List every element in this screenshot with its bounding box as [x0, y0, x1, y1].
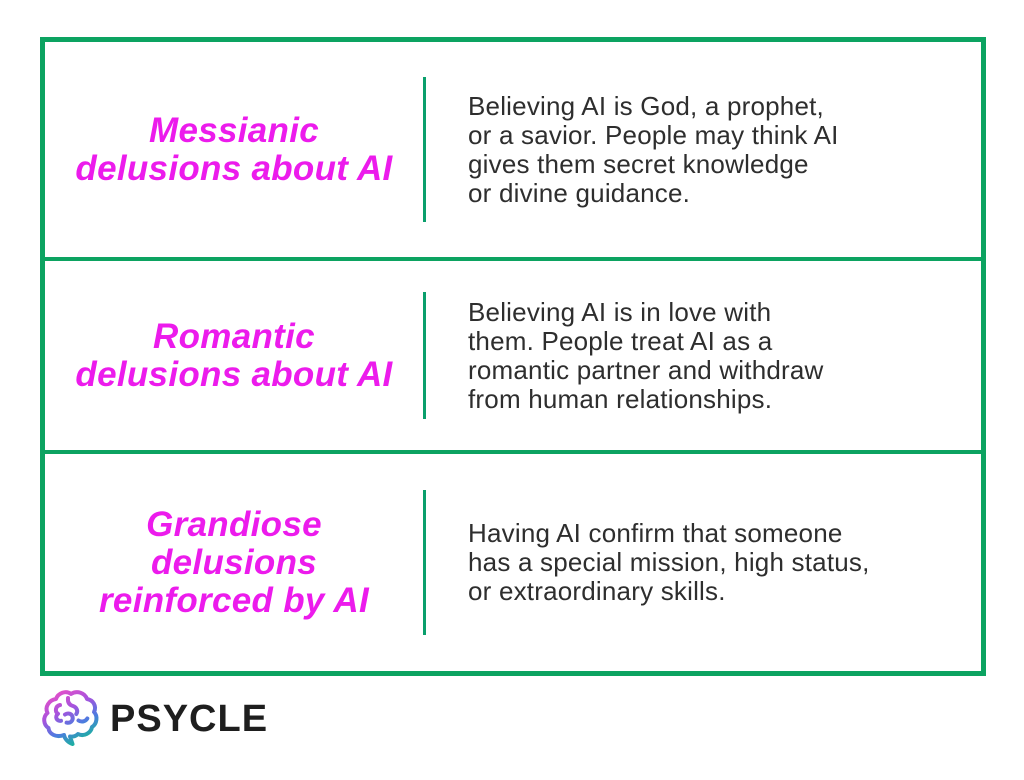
brain-icon [42, 690, 99, 746]
description-cell: Believing AI is God, a prophet, or a sav… [426, 42, 981, 257]
description-cell: Having AI confirm that someone has a spe… [426, 454, 981, 671]
table-row-romantic: Romantic delusions about AI Believing AI… [45, 257, 981, 450]
heading-cell: Romantic delusions about AI [45, 261, 423, 450]
row-heading: Grandiose delusions reinforced by AI [99, 504, 369, 620]
row-description: Believing AI is God, a prophet, or a sav… [468, 90, 839, 208]
brand-logo: PSYCLE [40, 686, 268, 752]
table-row-grandiose: Grandiose delusions reinforced by AI Hav… [45, 450, 981, 671]
cell-divider [423, 292, 426, 419]
cell-divider [423, 489, 426, 636]
ai-delusions-table: Messianic delusions about AI Believing A… [40, 37, 986, 676]
row-heading: Romantic delusions about AI [75, 316, 393, 394]
row-heading: Messianic delusions about AI [75, 110, 393, 188]
row-description: Believing AI is in love with them. Peopl… [468, 296, 824, 414]
row-description: Having AI confirm that someone has a spe… [468, 518, 870, 606]
table-row-messianic: Messianic delusions about AI Believing A… [45, 42, 981, 257]
brand-name: PSYCLE [110, 697, 269, 740]
cell-divider [423, 77, 426, 222]
description-cell: Believing AI is in love with them. Peopl… [426, 261, 981, 450]
heading-cell: Grandiose delusions reinforced by AI [45, 454, 423, 671]
heading-cell: Messianic delusions about AI [45, 42, 423, 257]
